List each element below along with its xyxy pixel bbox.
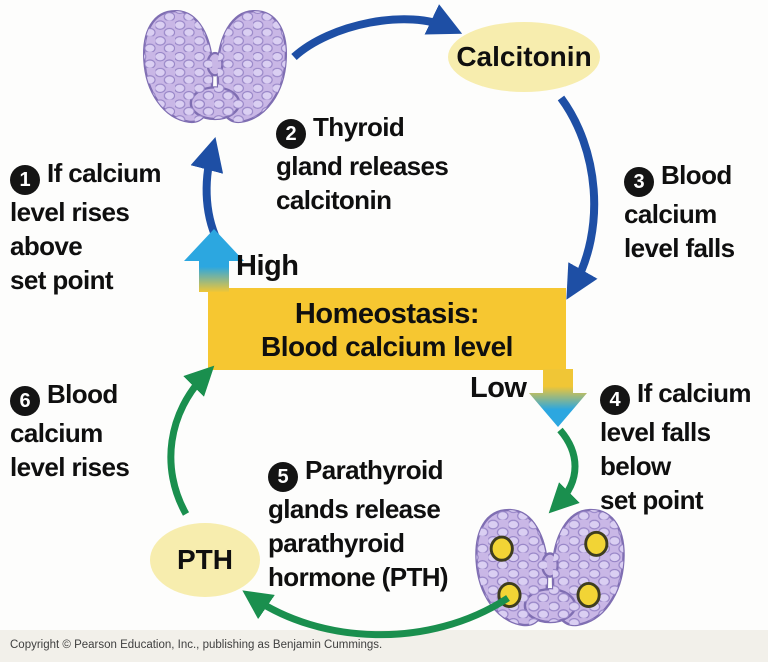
step-1-number-badge: 1 [10,165,40,195]
parathyroid-glands-illustration [475,508,625,627]
step-line: level falls [600,417,711,447]
step-line: calcitonin [276,185,392,215]
step-text: Thyroid [313,112,405,142]
arrow-rise-to-thyroid [190,137,224,248]
copyright-text: Copyright © Pearson Education, Inc., pub… [10,639,383,651]
step-line: parathyroid [268,528,405,558]
step-line: set point [600,485,704,515]
step-line: set point [10,265,114,295]
step-text: If calcium [637,378,752,408]
thyroid-gland-illustration [143,10,287,123]
step-line: calcium [10,418,103,448]
step-text: Parathyroid [305,455,443,485]
step-line: level falls [624,233,735,263]
step-line: below [600,451,671,481]
high-indicator-arrow [184,229,244,292]
calcitonin-label-ellipse: Calcitonin [448,22,600,92]
step-text: Blood [47,379,118,409]
calcitonin-label: Calcitonin [456,41,592,72]
arrow-pth-to-homeostasis [167,365,215,516]
pth-label: PTH [177,544,233,575]
step-text: Blood [661,160,732,190]
low-label: Low [470,372,527,404]
step-line: glands release [268,494,441,524]
homeostasis-subtitle: Blood calcium level [261,331,513,362]
arrow-thyroid-to-calcitonin [291,4,463,61]
step-line: calcium [624,199,717,229]
high-label: High [236,250,299,282]
arrow-fall-to-parathyroid [548,427,580,514]
pth-label-ellipse: PTH [150,523,260,597]
step-line: above [10,231,83,261]
step-line: hormone (PTH) [268,562,449,592]
step-6-number-badge: 6 [10,386,40,416]
step-2-number-badge: 2 [276,119,306,149]
step-line: level rises [10,452,130,482]
step-line: level rises [10,197,130,227]
step-5-number-badge: 5 [268,462,298,492]
step-4-number-badge: 4 [600,385,630,415]
step-text: If calcium [47,158,162,188]
arrow-calcitonin-to-homeostasis [557,95,599,300]
homeostasis-title: Homeostasis: [294,298,480,330]
step-line: gland releases [276,151,449,181]
step-3-number-badge: 3 [624,167,654,197]
homeostasis-box: Homeostasis: Blood calcium level [208,288,566,370]
low-indicator-arrow [529,369,587,427]
